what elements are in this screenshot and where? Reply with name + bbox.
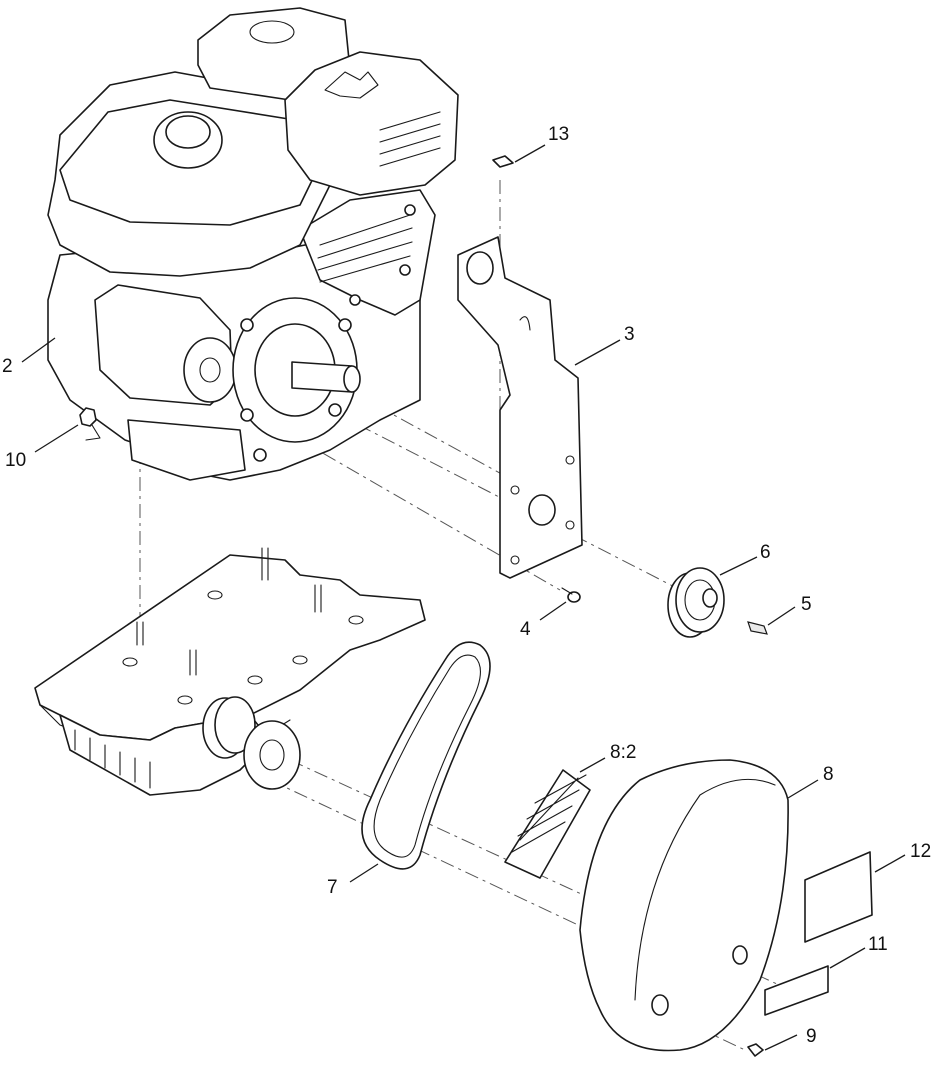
part-4-bolt [561,587,581,603]
part-10-nut [79,407,101,441]
callout-8-2: 8:2 [610,742,636,763]
part-13-spacer [492,155,514,168]
part-8-belt-guard [579,759,789,1052]
part-11-decal [764,965,829,1016]
engine [47,7,459,481]
base-plate-assembly [34,547,426,796]
callout-6: 6 [760,542,771,563]
part-7-belt [361,641,491,870]
part-8-2-decal [504,769,591,879]
part-5-key [747,621,768,635]
callout-7: 7 [327,877,338,898]
callout-4: 4 [520,619,531,640]
callout-2: 2 [2,356,13,377]
callout-5: 5 [801,594,812,615]
callout-10: 10 [5,450,26,471]
part-9-screw [747,1043,764,1057]
callout-9: 9 [806,1026,817,1047]
part-12-decal [804,851,873,943]
callout-8: 8 [823,764,834,785]
callout-13: 13 [548,124,569,145]
callout-3: 3 [624,324,635,345]
callout-labels: 13 2 3 10 6 5 4 8:2 8 12 7 11 9 [2,124,931,1047]
callout-11: 11 [868,934,888,955]
callout-leaders [21,144,906,1051]
engine-mount-bracket [457,236,583,579]
part-6-pulley [667,567,725,638]
callout-12: 12 [910,841,931,862]
